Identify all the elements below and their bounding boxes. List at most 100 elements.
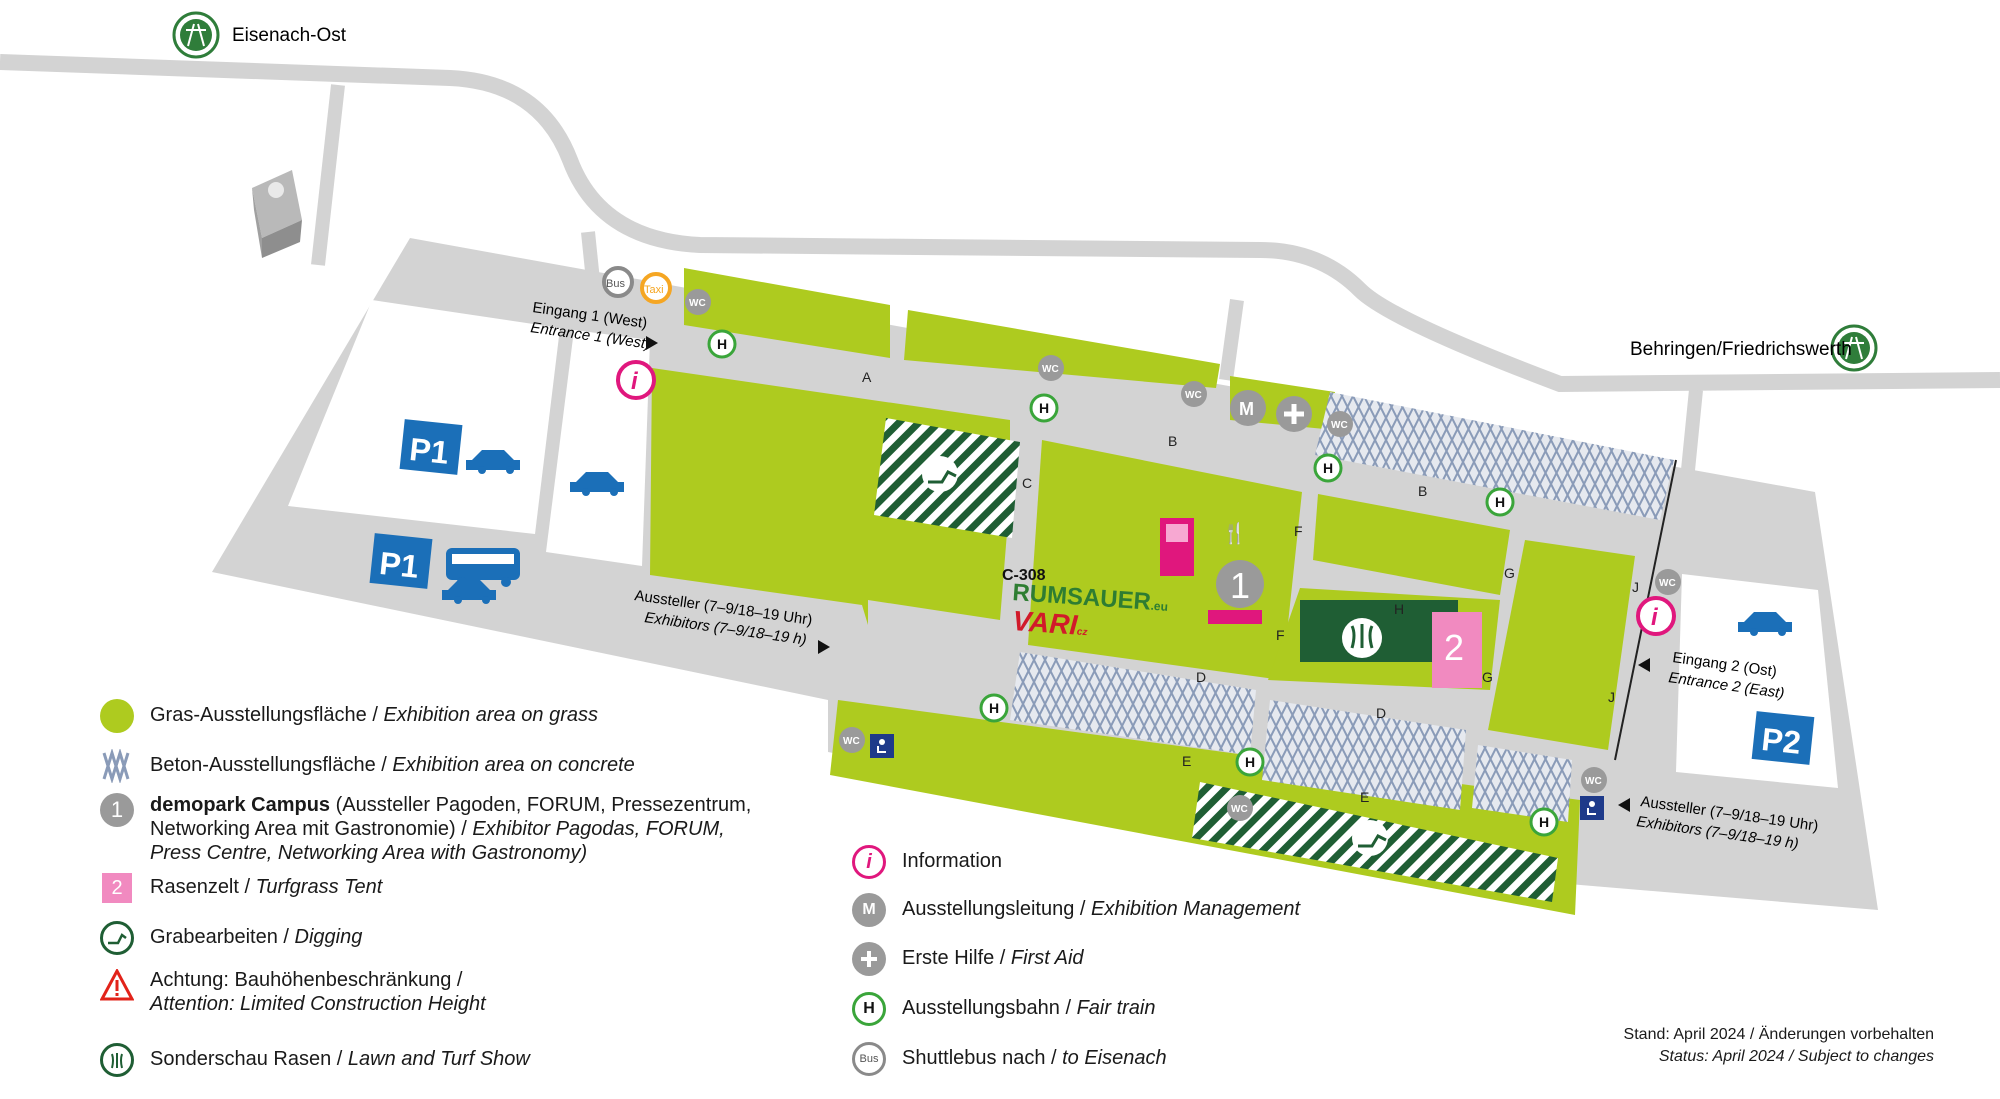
svg-text:WC: WC [1185,390,1202,401]
legend-management-en: Exhibition Management [1091,898,1301,920]
svg-text:2: 2 [1444,627,1464,668]
road-label-j2: J [1608,689,1615,705]
status-en: Status: April 2024 / Subject to changes [1658,1048,1934,1065]
road-label-h: H [1394,601,1404,617]
car-icon [1738,612,1792,636]
svg-text:H: H [1039,400,1049,416]
campus-swatch: 1 [100,793,134,827]
road-label-g2: G [1482,669,1493,685]
svg-text:P1: P1 [408,431,451,471]
svg-text:WC: WC [843,736,860,747]
road-label-j1: J [1632,579,1639,595]
legend-tent-de: Rasenzelt / [150,876,256,898]
pagoda-icon [1160,518,1194,576]
legend-shuttle: Bus Shuttlebus nach / to Eisenach [850,1040,1167,1078]
management-marker: M [1230,390,1266,426]
parking-sign-p1-north: P1 [399,419,463,475]
road-label-b1: B [1168,433,1177,449]
car-icon [442,580,496,604]
svg-text:P2: P2 [1760,721,1803,761]
road-label-d2: D [1376,705,1386,721]
wc-marker: WC [1655,569,1681,595]
legend-height-en: Attention: Limited Construction Height [150,993,486,1015]
road-label-e1: E [1182,753,1191,769]
legend-campus: 1 demopark Campus (Aussteller Pagoden, F… [98,791,778,865]
tent-marker: 2 [1432,612,1482,688]
legend-train: H Ausstellungsbahn / Fair train [850,990,1155,1028]
legend-info: i Information [850,843,1002,881]
side-road-mid [1219,299,1244,381]
wc-marker: WC [1227,795,1253,821]
highway-icon-north [172,11,220,59]
turf-legend-icon [100,1043,134,1077]
concrete-area-d-east [1472,745,1572,822]
parking-area-p1-north [288,300,560,534]
legend-campus-bold: demopark Campus [150,794,331,816]
legend-concrete: Beton-Ausstellungsfläche / Exhibition ar… [98,747,635,785]
parking-sign-p2: P2 [1751,711,1815,765]
concrete-area-b-east [1315,392,1674,520]
grass-swatch [100,699,134,733]
fair-train-stop: H [1485,487,1515,517]
main-road [0,54,2000,393]
wc-marker: WC [1581,767,1607,793]
svg-text:WC: WC [1231,804,1248,815]
fair-train-stop: H [1235,747,1265,777]
campus-marker: 1 [1216,560,1264,608]
svg-text:WC: WC [1042,364,1059,375]
road-label-b2: B [1418,483,1427,499]
pagoda-row-icon [1208,610,1262,624]
svg-text:WC: WC [1585,776,1602,787]
wc-marker: WC [1038,355,1064,381]
svg-text:H: H [1323,460,1333,476]
digging-legend-icon [100,921,134,955]
bus-legend-icon: Bus [852,1042,886,1076]
fair-train-stop: H [707,329,737,359]
side-road-east [1681,389,1703,471]
svg-text:WC: WC [1659,578,1676,589]
turf-show-icon [1342,618,1382,658]
legend-concrete-de: Beton-Ausstellungsfläche / [150,754,393,776]
legend-digging-en: Digging [294,926,363,948]
svg-text:Taxi: Taxi [644,284,664,296]
legend-digging-de: Grabearbeiten / [150,926,295,948]
svg-text:P1: P1 [378,545,421,585]
svg-text:M: M [1239,399,1254,419]
info-marker-east: i [1636,596,1676,636]
road-label-a: A [862,369,872,385]
grass-area-a-north-mid [904,310,1220,388]
parking-sign-p1-south: P1 [369,533,433,589]
legend-turf: Sonderschau Rasen / Lawn and Turf Show [98,1041,530,1079]
digging-icon [1352,820,1388,856]
legend-management: M Ausstellungsleitung / Exhibition Manag… [850,891,1300,929]
svg-text:i: i [631,368,639,395]
road-label-f1: F [1294,523,1303,539]
exhibitors-west-arrow [818,640,830,654]
grass-area-f-h [1313,494,1510,595]
legend-train-en: Fair train [1076,997,1156,1019]
fair-train-stop: H [979,693,1009,723]
bus-stop-marker: Bus [602,266,634,298]
management-legend-icon: M [852,893,886,927]
entrance-east-arrow [1638,658,1650,672]
road-label-e2: E [1360,789,1369,805]
legend-shuttle-de: Shuttlebus nach / [902,1047,1063,1069]
highway-icon-east [1830,324,1878,372]
legend-digging: Grabearbeiten / Digging [98,919,362,957]
warning-icon [100,969,134,1001]
side-road-north [311,84,345,266]
place-eisenach-ost: Eisenach-Ost [232,25,347,46]
svg-text:H: H [717,336,727,352]
entrance-west-arrow [646,336,658,350]
legend-grass-de: Gras-Ausstellungsfläche / [150,704,384,726]
fair-train-stop: H [1529,807,1559,837]
accessible-toilet-icon [1580,796,1604,820]
legend-firstaid-en: First Aid [1010,947,1084,969]
tent-swatch: 2 [102,873,132,903]
legend-height-de: Achtung: Bauhöhenbeschränkung / [150,969,463,991]
legend-grass: Gras-Ausstellungsfläche / Exhibition are… [98,697,598,735]
info-legend-icon: i [852,845,886,879]
status-note: Stand: April 2024 / Änderungen vorbehalt… [1624,1024,1934,1068]
train-legend-icon: H [852,992,886,1026]
